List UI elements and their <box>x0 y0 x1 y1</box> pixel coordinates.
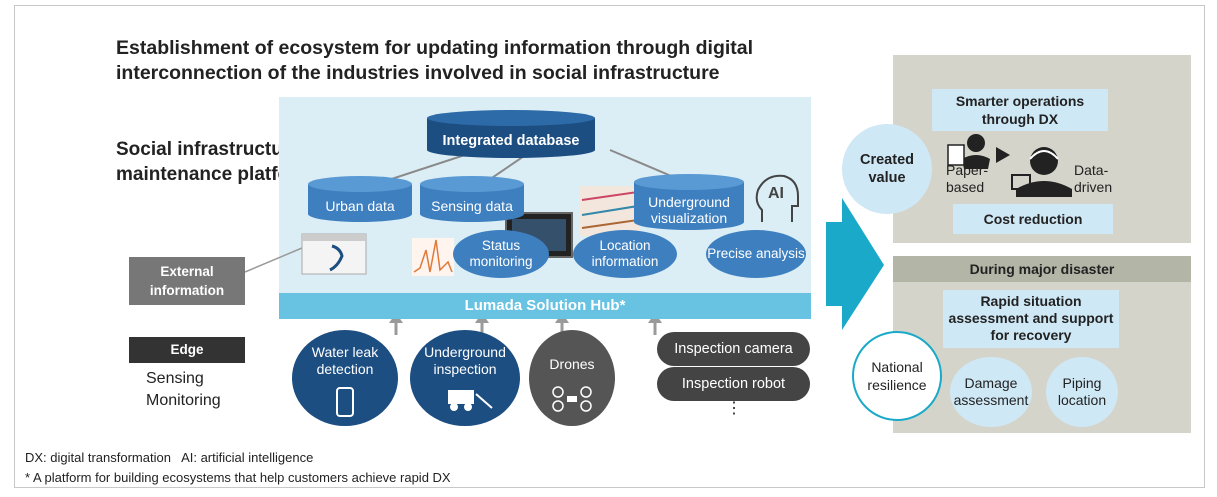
platform-label: Social infrastructure maintenance platfo… <box>116 139 314 185</box>
national-resilience-circle: National resilience <box>852 331 942 421</box>
underground-viz-label: Underground visualization <box>648 194 730 226</box>
data-driven-label: Data-driven <box>1074 162 1113 195</box>
piping-location-circle: Piping location <box>1046 357 1118 427</box>
lumada-hub-bar: Lumada Solution Hub* <box>279 293 811 319</box>
paper-worker-icon <box>967 134 985 152</box>
underground-inspection-node: Underground inspection <box>410 330 520 426</box>
leak-sensor-icon <box>336 387 354 417</box>
water-leak-label: Water leak detection <box>311 344 379 377</box>
transition-arrow-icon <box>996 147 1010 163</box>
svg-text:AI: AI <box>768 185 784 202</box>
footnote-platform: * A platform for building ecosystems tha… <box>25 470 451 485</box>
sensing-data-label: Sensing data <box>431 198 513 214</box>
paper-based-label: Paper-based <box>946 162 989 195</box>
created-value-circle: Created value <box>842 124 932 214</box>
underground-viz-cylinder <box>634 174 744 230</box>
location-information-pill: Location information <box>573 230 677 278</box>
external-link-line <box>244 247 303 273</box>
precise-analysis-pill: Precise analysis <box>706 230 806 278</box>
status-monitoring-pill: Status monitoring <box>453 230 549 278</box>
drones-node: Drones <box>529 330 615 426</box>
damage-assessment-circle: Damage assessment <box>950 357 1032 427</box>
flow-arrow-icon <box>826 198 884 330</box>
cost-reduction-box: Cost reduction <box>953 204 1113 234</box>
smarter-ops-box: Smarter operations through DX <box>932 89 1108 131</box>
figure-title: Establishment of ecosystem for updating … <box>116 37 754 84</box>
edge-box: Edge <box>129 337 245 363</box>
inspection-camera-pill: Inspection camera <box>657 332 810 366</box>
worker-icons <box>947 134 1072 197</box>
inspection-truck-icon <box>448 390 493 411</box>
figure-frame <box>14 5 1205 488</box>
sensing-line: Sensing <box>146 370 204 387</box>
underground-inspection-label: Underground inspection <box>424 344 506 377</box>
external-info-box: External information <box>129 257 245 305</box>
integrated-db-cylinder <box>427 110 595 158</box>
urban-data-label: Urban data <box>325 198 395 214</box>
more-dots: ⋮ <box>726 400 742 417</box>
rapid-assessment-box: Rapid situation assessment and support f… <box>943 290 1119 348</box>
monitoring-line: Monitoring <box>146 392 221 409</box>
sensing-data-cylinder <box>420 176 524 222</box>
drones-label: Drones <box>549 356 595 372</box>
drone-icon <box>552 386 592 412</box>
ai-head-icon: AI <box>755 174 799 222</box>
disaster-header: During major disaster <box>893 256 1191 282</box>
footnote-abbreviations: DX: digital transformation AI: artificia… <box>25 450 314 465</box>
water-leak-node: Water leak detection <box>292 330 398 426</box>
inspection-robot-pill: Inspection robot <box>657 367 810 401</box>
sensing-text: Sensing Monitoring <box>146 368 221 412</box>
integrated-db-label: Integrated database <box>442 133 580 149</box>
urban-data-cylinder <box>308 176 412 222</box>
